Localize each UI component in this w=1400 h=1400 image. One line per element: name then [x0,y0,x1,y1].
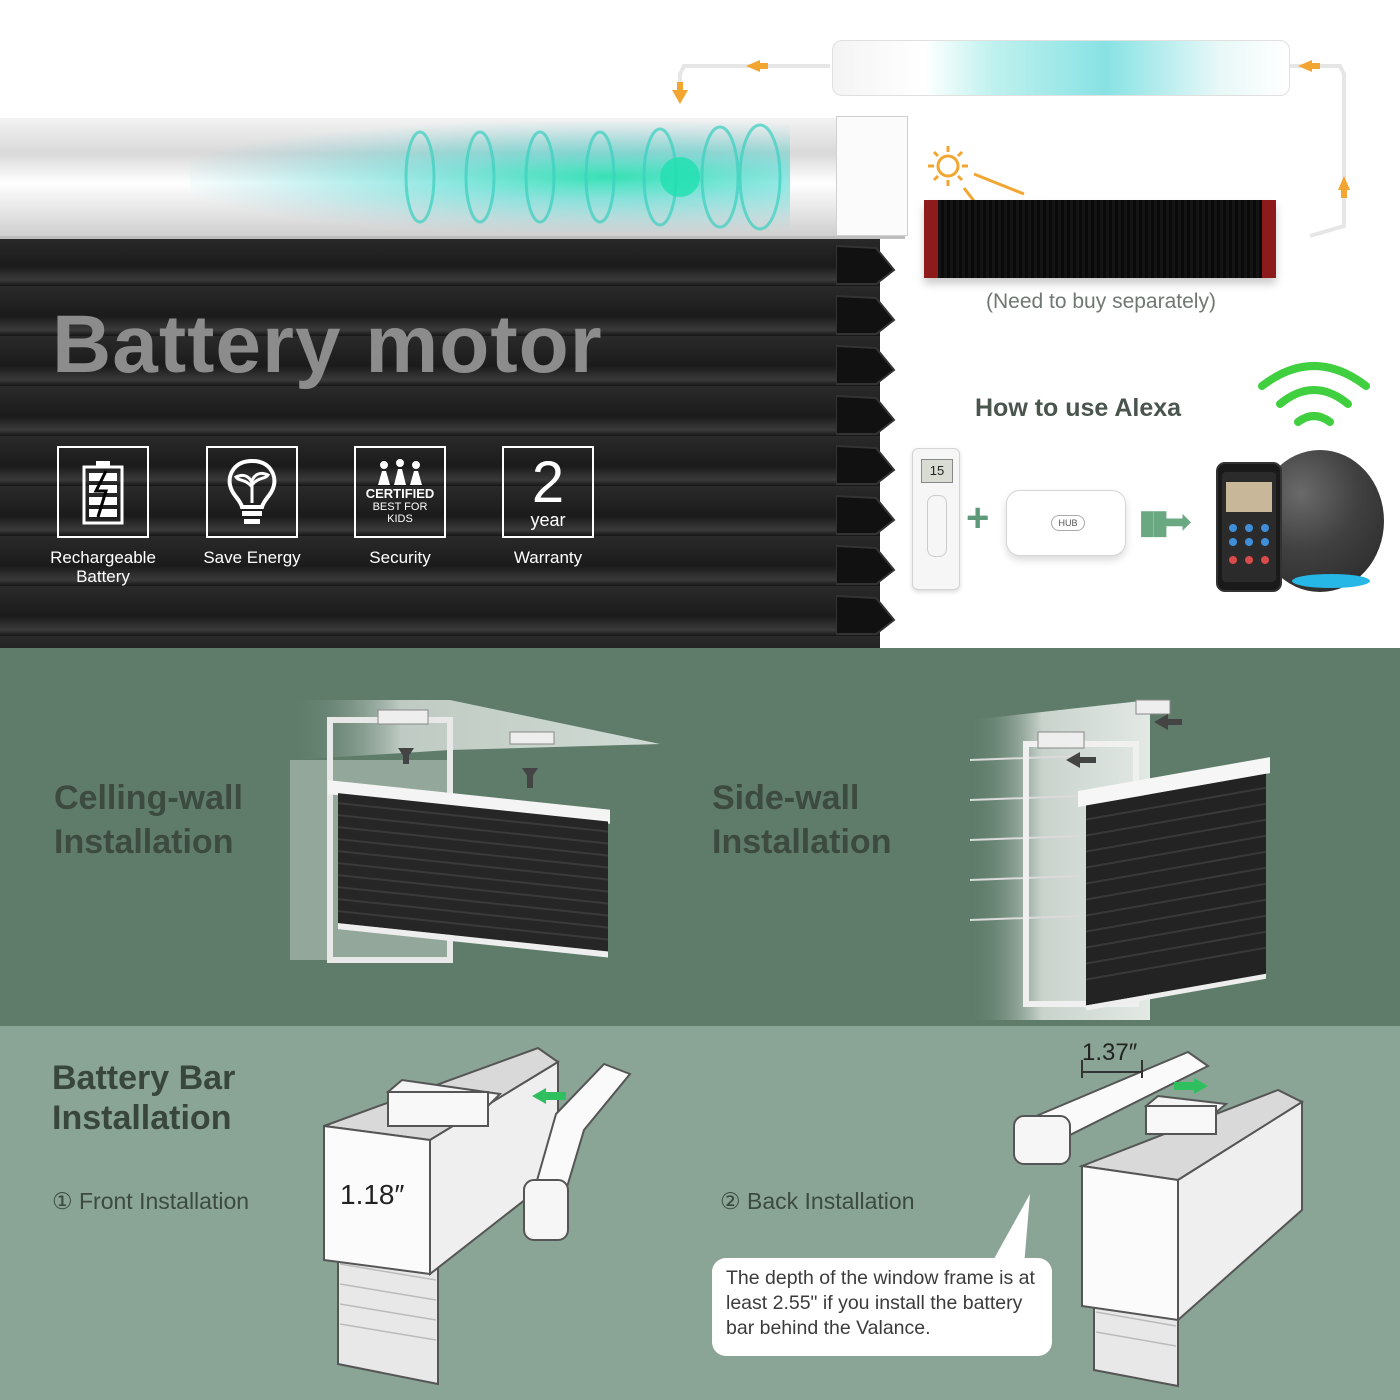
title-line: Installation [54,823,234,861]
badge-unit: year [530,510,566,530]
solar-note: (Need to buy separately) [986,290,1216,313]
feature-save-energy: Save Energy [192,446,312,567]
remote-control: 15 [912,448,960,590]
badge-line1: CERTIFIED [365,486,435,501]
callout-pointer [990,1194,1030,1266]
smartphone [1216,462,1282,592]
front-installation-label: ① Front Installation [52,1188,250,1214]
certified-kids-icon: CERTIFIED BEST FOR KIDS [354,446,446,538]
app-icons-grid [1229,524,1269,564]
side-wall-title: Side-wall Installation [712,776,891,864]
shade-honeycomb-edge [836,244,896,635]
back-installation-label: ② Back Installation [720,1188,915,1214]
phone-screen [1222,472,1276,582]
title-line: Celling-wall [54,779,243,817]
battery-icon [57,446,149,538]
two-year-icon: 2 year [502,446,594,538]
wifi-signal-icon [1258,362,1370,426]
remote-buttons [927,495,947,557]
arrow-right-icon: ▮▮➡ [1138,503,1192,541]
motor-signal-waves [404,123,782,231]
feature-warranty: 2 year Warranty [488,446,608,567]
title-line: Side-wall [712,779,860,817]
feature-rechargeable-battery: Rechargeable Battery [43,446,163,586]
alexa-title: How to use Alexa [975,394,1182,422]
cellular-shade-fabric [0,236,880,648]
back-installation-illustration: 1.37″ [1013,1039,1305,1388]
battery-motor-bar [832,40,1290,96]
title-line: Installation [52,1099,232,1137]
speaker-light-ring [1292,574,1370,588]
feature-label: Rechargeable Battery [50,548,156,586]
wiring-diagram [672,60,1350,238]
remote-display: 15 [921,459,953,483]
solar-panel [924,200,1276,278]
front-dimension: 1.18″ [340,1179,404,1210]
phone-photo [1226,482,1272,512]
badge-number: 2 [531,450,565,515]
badge-line2: BEST FOR [372,501,428,513]
ceiling-wall-title: Celling-wall Installation [54,776,243,864]
feature-label: Security [369,548,431,567]
back-dimension: 1.37″ [1082,1039,1138,1066]
feature-label: Save Energy [203,548,301,567]
headrail-end-cap [836,116,908,236]
title-line: Installation [712,823,892,861]
ceiling-wall-illustration [290,700,660,963]
side-wall-illustration [970,699,1270,1020]
badge-line3: KIDS [387,513,413,525]
section-title: Battery motor [52,299,603,390]
feature-security: CERTIFIED BEST FOR KIDS Security [340,446,460,567]
title-line: Battery Bar [52,1059,236,1097]
depth-callout: The depth of the window frame is at leas… [712,1258,1052,1356]
smart-hub: HUB [1006,490,1126,556]
plus-icon: + [966,496,990,540]
feature-label: Warranty [513,548,583,567]
bulb-leaf-icon [206,446,298,538]
hub-label: HUB [1051,515,1085,531]
front-installation-illustration: 1.18″ [323,1046,632,1386]
battery-bar-title: Battery Bar Installation [52,1058,235,1138]
